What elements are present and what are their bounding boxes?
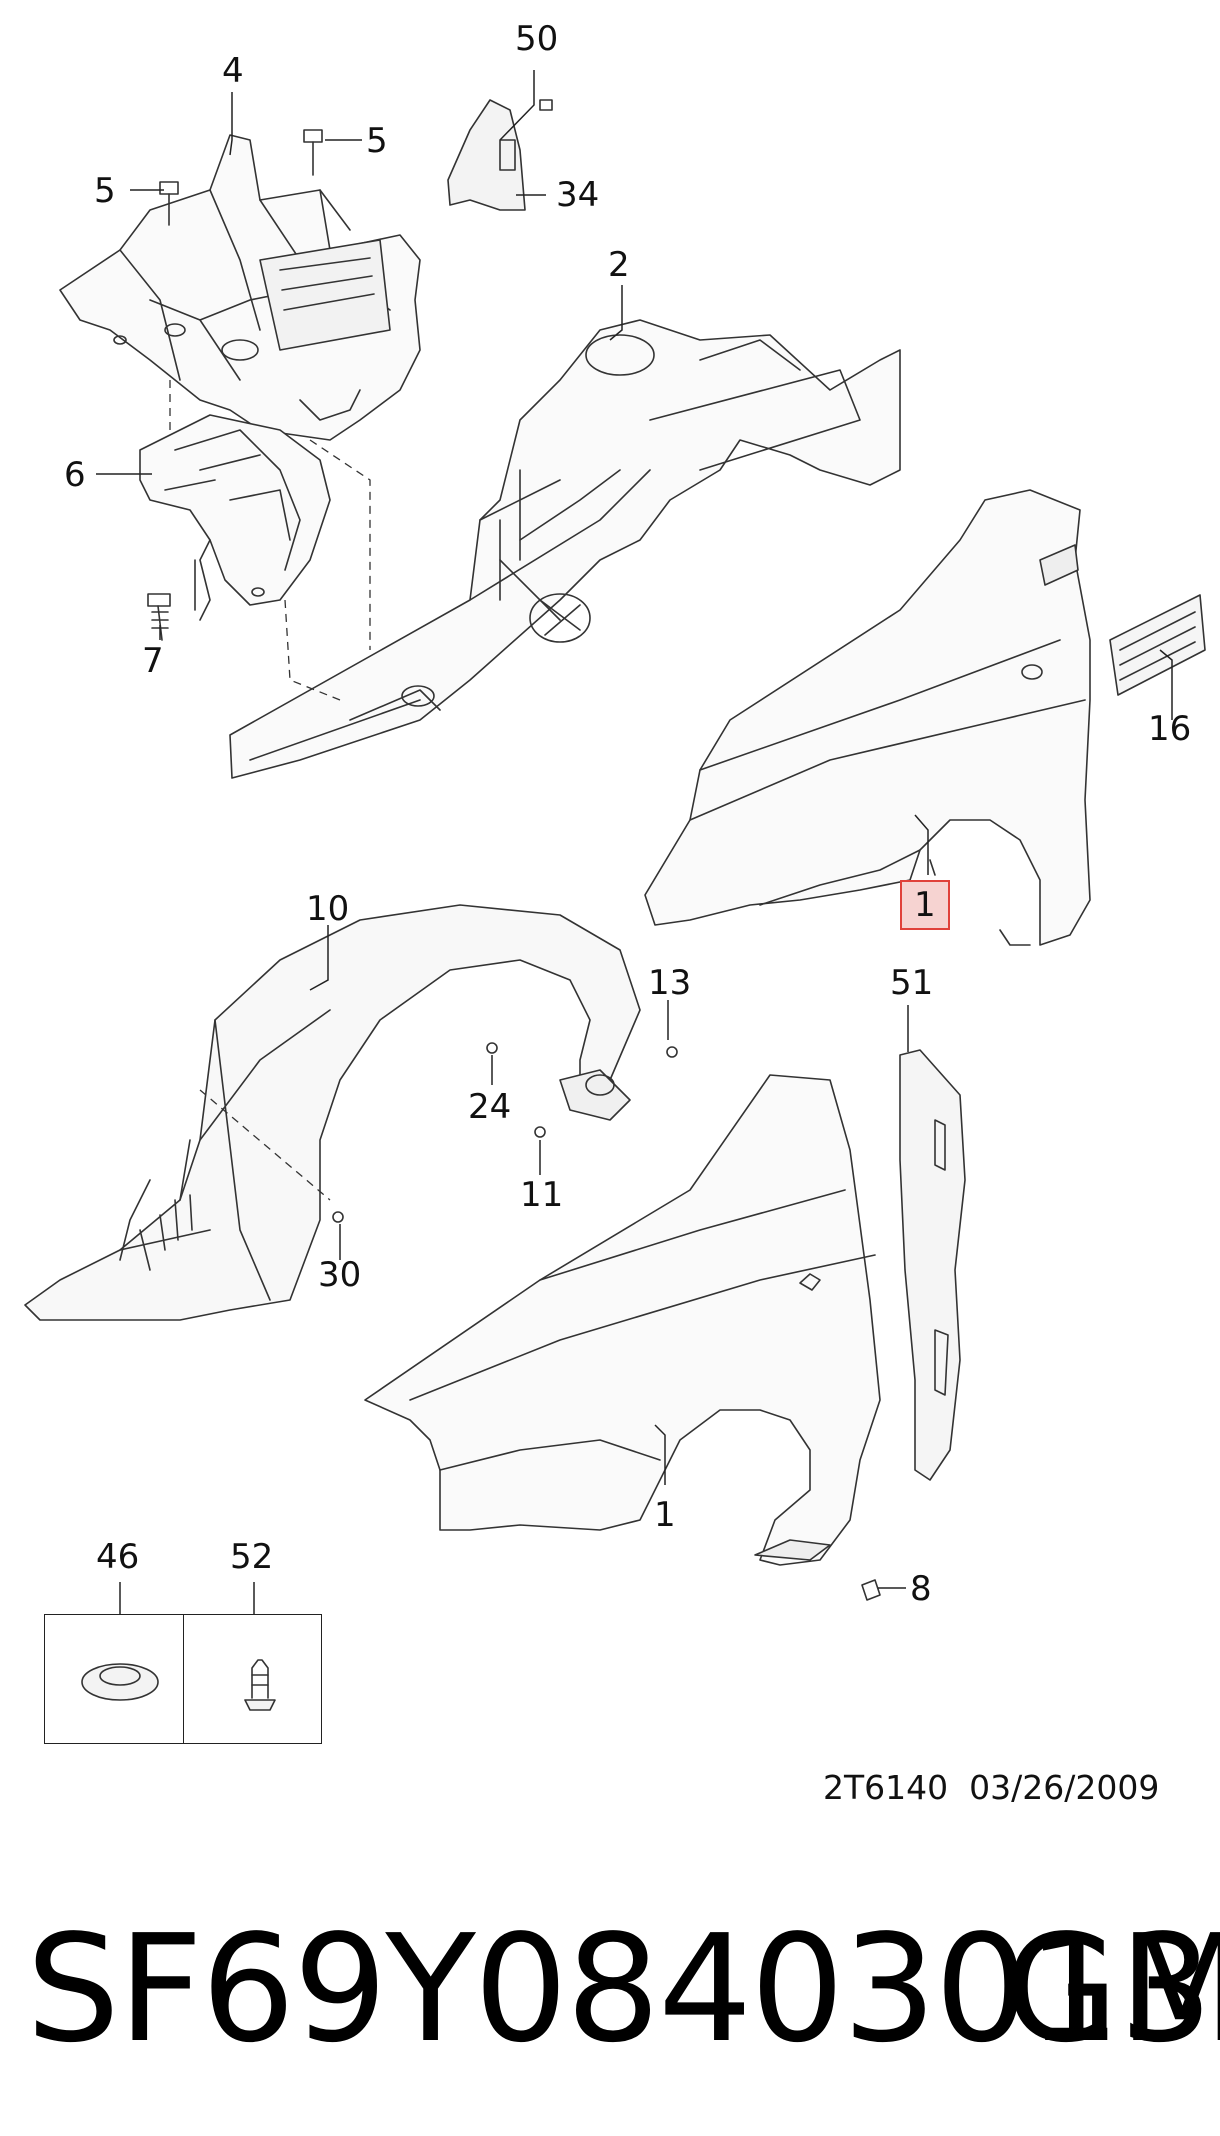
callout-6: 6 bbox=[64, 455, 86, 495]
emblem-part-16 bbox=[1109, 594, 1206, 696]
bolt-part-5-right bbox=[303, 129, 323, 176]
nut-part-30 bbox=[332, 1211, 344, 1223]
bracket-part-34 bbox=[447, 99, 526, 211]
callout-11: 11 bbox=[520, 1175, 564, 1215]
callout-30: 30 bbox=[318, 1255, 362, 1295]
bolt-part-7 bbox=[147, 593, 171, 641]
seal-part-51 bbox=[899, 1049, 966, 1481]
front-apron-part-2 bbox=[229, 319, 901, 779]
clip-part-52 bbox=[244, 1659, 276, 1711]
callout-51: 51 bbox=[890, 963, 934, 1003]
callout-7: 7 bbox=[142, 641, 164, 681]
callout-24: 24 bbox=[468, 1087, 512, 1127]
inset-cell-46 bbox=[45, 1615, 184, 1743]
callout-50: 50 bbox=[515, 19, 559, 59]
inset-cell-52 bbox=[183, 1615, 322, 1743]
part-number: SF69Y08403013 bbox=[26, 1903, 1213, 2075]
screw-part-11 bbox=[534, 1126, 546, 1138]
callout-46: 46 bbox=[96, 1537, 140, 1577]
plug-part-46 bbox=[81, 1663, 159, 1701]
callout-5-right: 5 bbox=[366, 121, 388, 161]
screw-part-50 bbox=[539, 99, 553, 111]
wheelhouse-liner-part-10 bbox=[24, 904, 641, 1321]
battery-tray-part-4 bbox=[59, 134, 421, 441]
callout-10: 10 bbox=[306, 889, 350, 929]
dashed-reference-lines bbox=[169, 380, 371, 1201]
leader-lines bbox=[96, 70, 1173, 1614]
callout-16: 16 bbox=[1148, 709, 1192, 749]
brand-name: GM bbox=[1004, 1903, 1220, 2075]
callout-52: 52 bbox=[230, 1537, 274, 1577]
clip-part-13 bbox=[666, 1046, 678, 1058]
small-parts-inset bbox=[44, 1614, 322, 1744]
callout-5-left: 5 bbox=[94, 171, 116, 211]
callout-13: 13 bbox=[648, 963, 692, 1003]
callout-1-highlighted: 1 bbox=[900, 880, 950, 930]
diagram-reference: 2T6140 03/26/2009 bbox=[823, 1768, 1160, 1807]
callout-4: 4 bbox=[222, 51, 244, 91]
front-fender-lower-part-1 bbox=[364, 1074, 881, 1566]
callout-2: 2 bbox=[608, 245, 630, 285]
callout-34: 34 bbox=[556, 175, 600, 215]
bolt-part-8 bbox=[861, 1579, 881, 1601]
bracket-part-6 bbox=[139, 414, 331, 621]
screw-part-24 bbox=[486, 1042, 498, 1054]
callout-8: 8 bbox=[910, 1569, 932, 1609]
front-fender-upper-part-1 bbox=[644, 489, 1091, 946]
callout-1: 1 bbox=[654, 1495, 676, 1535]
